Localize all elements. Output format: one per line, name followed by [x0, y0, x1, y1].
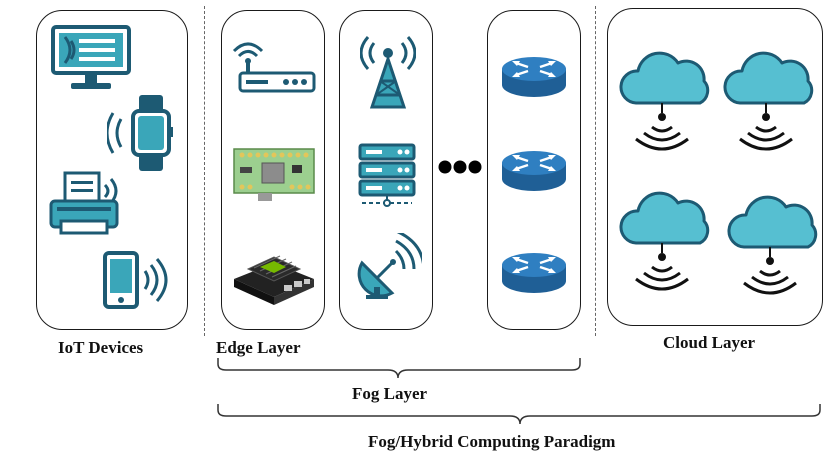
paradigm-label: Fog/Hybrid Computing Paradigm: [368, 432, 616, 451]
iot-devices-label: IoT Devices: [58, 338, 144, 357]
network-router-icon: [498, 145, 570, 199]
network-router-icon: [498, 247, 570, 301]
iot-edge-separator: [204, 6, 205, 336]
server-rack-icon: [356, 143, 418, 209]
edge-layer-panel: [221, 10, 325, 330]
printer-icon: [49, 171, 139, 237]
circuit-board-icon: [232, 145, 316, 207]
smartphone-icon: [101, 249, 171, 313]
iot-devices-panel: [36, 10, 188, 330]
cloud-wifi-icon: [724, 189, 820, 305]
fog-devices-panel: [339, 10, 433, 330]
monitor-icon: [49, 23, 133, 93]
cloud-layer-label: Cloud Layer: [663, 333, 756, 352]
cloud-layer-panel: [607, 8, 823, 326]
fog-layer-brace: [217, 358, 581, 379]
jetson-module-icon: [230, 243, 318, 307]
fog-cloud-separator: [595, 6, 596, 336]
smartwatch-icon: [107, 93, 177, 173]
fog-routers-panel: [487, 10, 581, 330]
cloud-wifi-icon: [616, 45, 712, 161]
network-router-icon: [498, 51, 570, 105]
edge-layer-label: Edge Layer: [216, 338, 301, 357]
wifi-router-icon: [230, 39, 316, 95]
paradigm-brace: [217, 404, 821, 425]
satellite-dish-icon: [356, 233, 422, 301]
ellipsis-icon: [438, 158, 482, 176]
fog-layer-label: Fog Layer: [352, 384, 428, 403]
cloud-wifi-icon: [720, 45, 816, 161]
cell-tower-icon: [360, 33, 416, 109]
cloud-wifi-icon: [616, 185, 712, 301]
